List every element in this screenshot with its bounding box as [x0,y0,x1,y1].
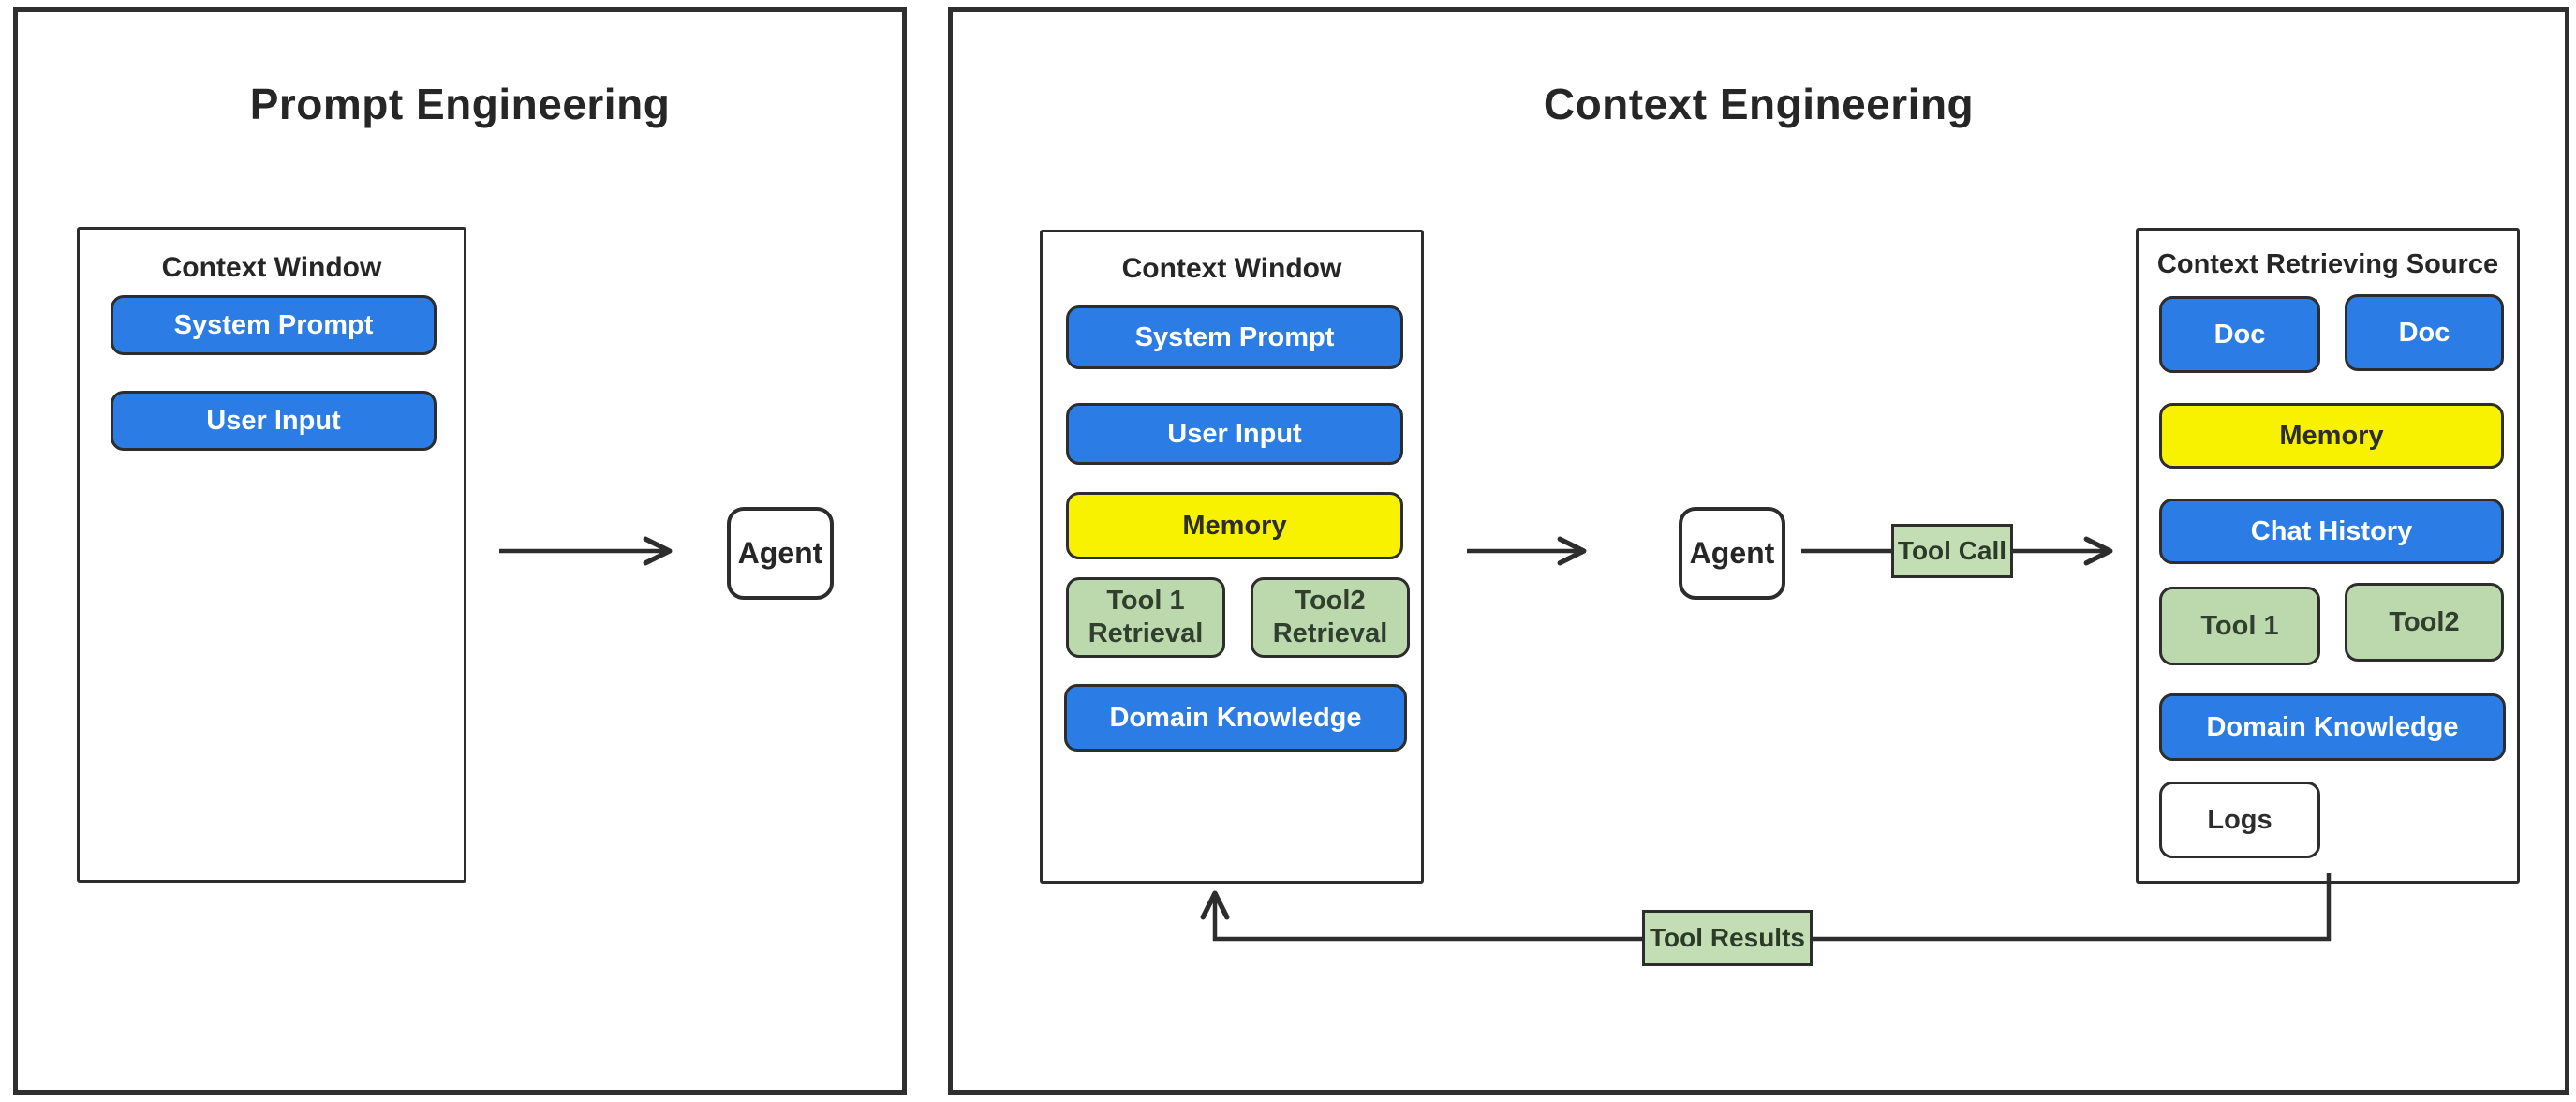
user-input-chip: User Input [1066,403,1403,465]
agent-box-left: Agent [727,507,834,600]
memory-chip: Memory [1066,492,1403,559]
system-prompt-chip: System Prompt [1066,305,1403,369]
context-retrieving-source-box: Context Retrieving Source Doc Doc Memory… [2136,228,2520,884]
doc-chip: Doc [2159,296,2320,373]
context-window-box-left: Context Window System Prompt User Input [77,227,466,883]
system-prompt-chip: System Prompt [111,295,437,355]
tool2-retrieval-chip: Tool2 Retrieval [1251,577,1410,658]
doc-chip: Doc [2345,294,2504,371]
memory-chip: Memory [2159,403,2504,469]
context-engineering-title: Context Engineering [1543,79,1975,128]
context-window-label: Context Window [161,252,382,283]
tool2-chip: Tool2 [2345,583,2504,662]
tool-results-tag: Tool Results [1642,910,1813,966]
tool-call-tag: Tool Call [1891,524,2013,578]
domain-knowledge-chip: Domain Knowledge [1064,684,1407,752]
logs-chip: Logs [2159,782,2320,858]
tool1-chip: Tool 1 [2159,587,2320,665]
user-input-chip: User Input [111,391,437,451]
agent-box-right: Agent [1679,507,1785,600]
context-window-box-right: Context Window System Prompt User Input … [1040,230,1424,884]
context-window-label: Context Window [1121,253,1342,284]
chat-history-chip: Chat History [2159,499,2504,564]
domain-knowledge-chip: Domain Knowledge [2159,693,2506,761]
prompt-engineering-title: Prompt Engineering [249,79,671,128]
tool1-retrieval-chip: Tool 1 Retrieval [1066,577,1225,658]
prompt-engineering-panel: Prompt Engineering Context Window System… [13,7,907,1095]
context-retrieving-source-label: Context Retrieving Source [2156,249,2499,279]
